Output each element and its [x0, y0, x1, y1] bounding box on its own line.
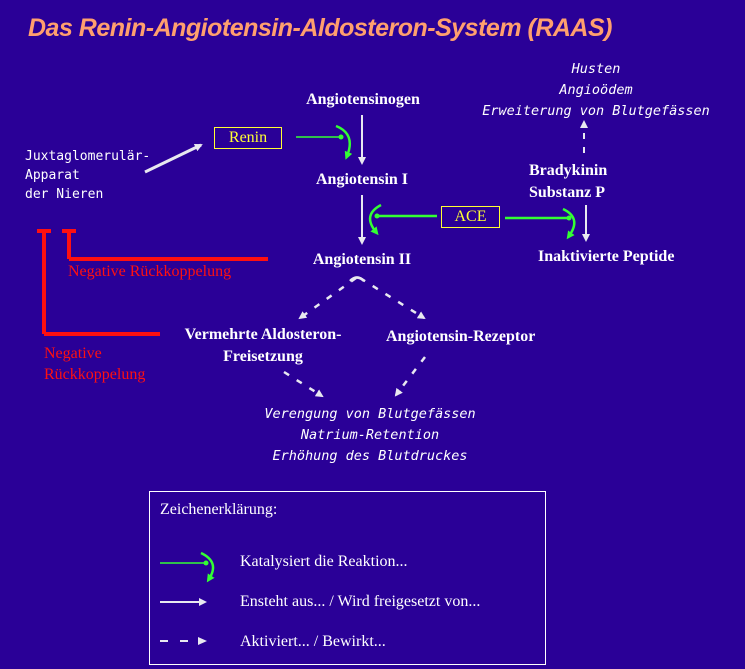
node-aldosterone: Vermehrte Aldosteron- Freisetzung	[170, 324, 356, 368]
ace-left-catalysis-curl-icon	[368, 203, 382, 236]
legend-item-dashed-arrow: Aktiviert... / Bewirkt...	[240, 633, 386, 650]
page-title: Das Renin-Angiotensin-Aldosteron-System …	[28, 14, 612, 42]
ace-side-effects: Husten Angioödem Erweiterung von Blutgef…	[478, 59, 714, 122]
effect-vasodilation: Erweiterung von Blutgefässen	[482, 103, 710, 119]
effect-vasoconstriction: Verengung von Blutgefässen	[264, 406, 476, 422]
feedback-lower-line-2: Rückkoppelung	[44, 366, 146, 383]
effect-blood-pressure: Erhöhung des Blutdruckes	[272, 448, 468, 464]
feedback-lower-label: Negative Rückkoppelung	[44, 343, 145, 385]
node-angiotensin-1: Angiotensin I	[315, 171, 409, 188]
enzyme-ace-box: ACE	[441, 206, 500, 228]
arrow-ang2-to-aldosterone	[298, 276, 357, 320]
effect-husten: Husten	[571, 61, 621, 77]
renin-catalysis-curl-icon	[335, 124, 353, 160]
node-angiotensin-2: Angiotensin II	[312, 251, 412, 268]
jg-line-2: Apparat	[25, 168, 80, 183]
legend-item-solid-arrow: Ensteht aus... / Wird freigesetzt von...	[240, 593, 481, 610]
aldosterone-line-2: Freisetzung	[223, 348, 303, 365]
feedback-upper-label: Negative Rückkoppelung	[68, 263, 232, 280]
substanz-p-label: Substanz P	[529, 184, 606, 201]
enzyme-renin-box: Renin	[214, 127, 282, 149]
ace-right-catalysis-curl-icon	[562, 207, 576, 240]
feedback-upper-bracket	[62, 229, 268, 261]
node-bradykinin: Bradykinin Substanz P	[529, 160, 607, 204]
aldosterone-line-1: Vermehrte Aldosteron-	[184, 326, 342, 343]
jg-line-3: der Nieren	[25, 187, 104, 202]
arrow-receptor-to-effects	[394, 356, 426, 397]
node-inactive-peptides: Inaktivierte Peptide	[538, 248, 675, 265]
effect-angiooedem: Angioödem	[559, 82, 633, 98]
ang2-dashed-apex	[349, 276, 365, 282]
legend-box: Zeichenerklärung: Katalysiert die Reakti…	[149, 491, 546, 665]
effect-sodium-retention: Natrium-Retention	[300, 427, 440, 443]
jg-line-1: Juxtaglomerulär-	[25, 149, 151, 164]
at2-effects: Verengung von Blutgefässen Natrium-Reten…	[255, 404, 485, 467]
legend-title: Zeichenerklärung:	[160, 501, 278, 518]
bradykinin-label: Bradykinin	[529, 162, 608, 179]
feedback-lower-bracket	[37, 229, 160, 336]
arrow-ang2-to-receptor	[359, 276, 426, 320]
node-juxtaglomerular: Juxtaglomerulär- Apparat der Nieren	[25, 147, 150, 204]
arrow-jg-to-renin	[144, 143, 203, 174]
legend-catalysis-icon	[160, 551, 215, 583]
legend-dashed-arrow-icon	[160, 637, 207, 645]
node-angiotensinogen: Angiotensinogen	[306, 91, 420, 108]
arrow-aldosterone-to-effects	[283, 370, 324, 398]
legend-item-catalysis: Katalysiert die Reaktion...	[240, 553, 408, 570]
node-angiotensin-receptor: Angiotensin-Rezeptor	[386, 328, 536, 345]
feedback-lower-line-1: Negative	[44, 345, 102, 362]
